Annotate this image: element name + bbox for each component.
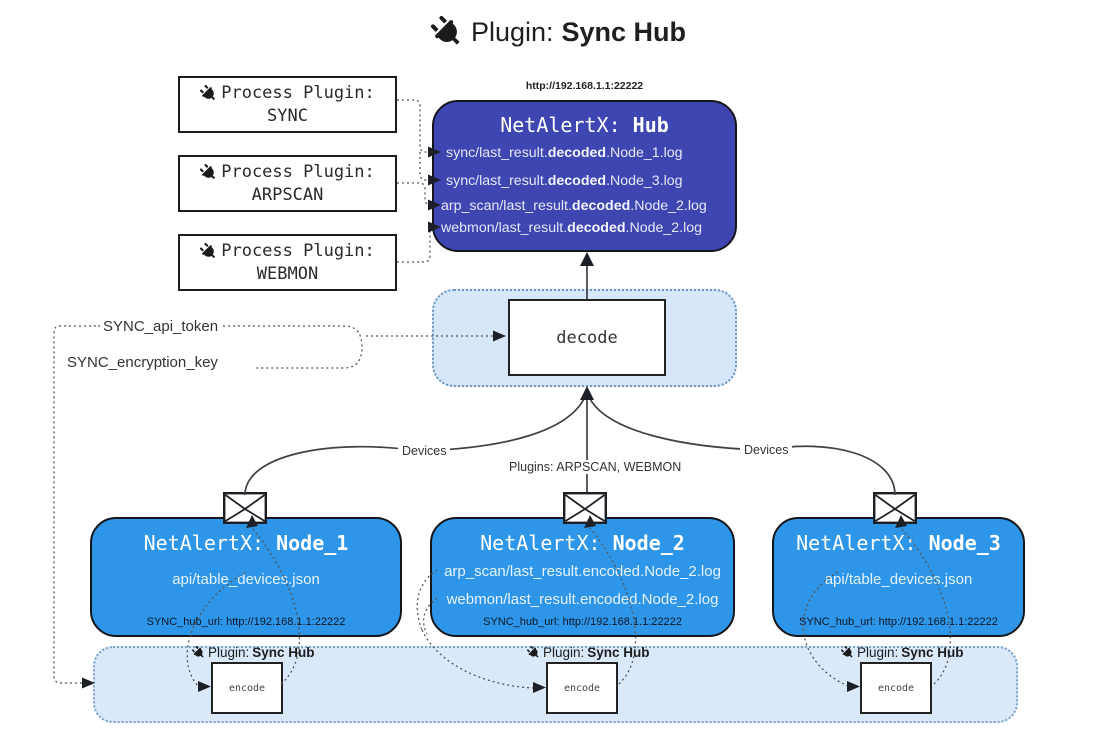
node-box-node3: NetAlertX: Node_3 api/table_devices.json… (772, 517, 1025, 637)
envelope-icon (223, 492, 267, 524)
hub-title-prefix: NetAlertX: (500, 113, 633, 137)
process-plugin-label: Process Plugin: (221, 240, 375, 261)
edge-label-devices-right: Devices (740, 443, 793, 457)
hub-log-line: sync/last_result.decoded.Node_3.log (446, 173, 683, 189)
page-title-bold: Sync Hub (561, 16, 687, 47)
plug-icon (197, 81, 221, 105)
process-plugin-label: Process Plugin: (221, 82, 375, 103)
encode-box: encode (546, 662, 618, 714)
node-hub-url: SYNC_hub_url: http://192.168.1.1:22222 (146, 616, 346, 628)
process-plugin-box-webmon: Process Plugin: WEBMON (178, 234, 397, 291)
page-title-prefix: Plugin: (470, 16, 554, 47)
plug-icon (189, 643, 207, 661)
node-hub-url: SYNC_hub_url: http://192.168.1.1:22222 (483, 616, 682, 628)
sync-api-token-label: SYNC_api_token (100, 318, 222, 335)
node-file-line: api/table_devices.json (172, 571, 320, 588)
node-box-node2: NetAlertX: Node_2 arp_scan/last_result.e… (430, 517, 735, 637)
process-plugin-name: ARPSCAN (251, 184, 324, 205)
page-title: Plugin: Sync Hub (0, 16, 1117, 48)
node-hub-url: SYNC_hub_url: http://192.168.1.1:22222 (799, 616, 998, 628)
hub-box: NetAlertX: Hub sync/last_result.decoded.… (432, 100, 737, 252)
sync-encryption-key-label: SYNC_encryption_key (64, 354, 221, 371)
envelope-icon (563, 492, 607, 524)
process-plugin-name: SYNC (267, 105, 308, 126)
decode-box: decode (508, 299, 666, 376)
edge-label-devices-left: Devices (398, 444, 451, 458)
encode-box: encode (860, 662, 932, 714)
edge-label-plugins: Plugins: ARPSCAN, WEBMON (505, 460, 686, 474)
hub-log-line: sync/last_result.decoded.Node_1.log (446, 145, 683, 161)
plug-icon (197, 160, 221, 184)
hub-url-label: http://192.168.1.1:22222 (525, 80, 644, 92)
hub-title-bold: Hub (632, 113, 669, 137)
node-box-node1: NetAlertX: Node_1 api/table_devices.json… (90, 517, 402, 637)
encode-box: encode (211, 662, 283, 714)
process-plugin-box-arpscan: Process Plugin: ARPSCAN (178, 155, 397, 212)
hub-title: NetAlertX: Hub (434, 113, 735, 137)
hub-log-line: arp_scan/last_result.decoded.Node_2.log (441, 198, 707, 214)
node-file-line: webmon/last_result.encoded.Node_2.log (446, 591, 719, 608)
band-plugin-label: Plugin: Sync Hub (527, 645, 650, 660)
plug-icon (197, 239, 221, 263)
process-plugin-box-sync: Process Plugin: SYNC (178, 76, 397, 133)
node-file-line: arp_scan/last_result.encoded.Node_2.log (444, 563, 721, 580)
process-plugin-label: Process Plugin: (221, 161, 375, 182)
process-plugin-name: WEBMON (256, 263, 319, 284)
plug-icon (524, 643, 542, 661)
node-title: NetAlertX: Node_3 (796, 531, 1001, 555)
plug-icon (838, 643, 856, 661)
plug-icon (424, 9, 469, 54)
hub-log-line: webmon/last_result.decoded.Node_2.log (441, 220, 703, 236)
envelope-icon (873, 492, 917, 524)
node-title: NetAlertX: Node_2 (480, 531, 685, 555)
band-plugin-label: Plugin: Sync Hub (841, 645, 964, 660)
node-file-line: api/table_devices.json (824, 571, 973, 588)
band-plugin-label: Plugin: Sync Hub (192, 645, 315, 660)
node-title: NetAlertX: Node_1 (143, 531, 349, 555)
